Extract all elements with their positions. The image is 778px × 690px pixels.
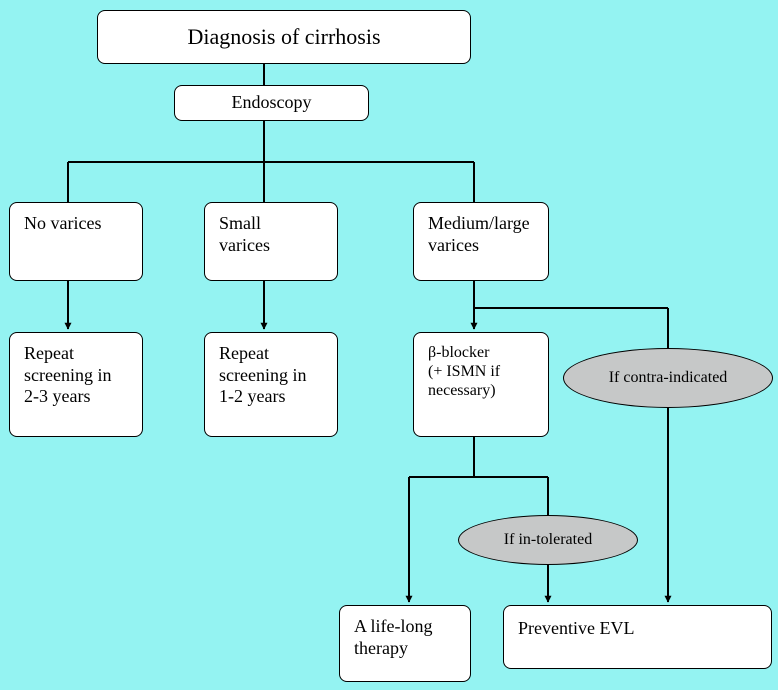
node-beta-blocker-label: β-blocker (+ ISMN if necessary) bbox=[428, 344, 501, 400]
condition-contra-indicated: If contra-indicated bbox=[563, 348, 773, 408]
node-life-long-therapy-label: A life-long therapy bbox=[354, 616, 433, 658]
node-life-long-therapy: A life-long therapy bbox=[339, 605, 471, 682]
node-preventive-evl: Preventive EVL bbox=[503, 605, 772, 669]
condition-contra-indicated-label: If contra-indicated bbox=[608, 369, 728, 386]
node-no-varices: No varices bbox=[9, 202, 143, 281]
node-repeat-screening-1-2: Repeat screening in 1-2 years bbox=[204, 332, 338, 437]
node-endoscopy: Endoscopy bbox=[174, 85, 369, 121]
node-medium-large-varices-label: Medium/large varices bbox=[428, 213, 530, 255]
node-repeat-screening-2-3: Repeat screening in 2-3 years bbox=[9, 332, 143, 437]
node-beta-blocker: β-blocker (+ ISMN if necessary) bbox=[413, 332, 549, 437]
node-small-varices: Small varices bbox=[204, 202, 338, 281]
condition-in-tolerated: If in-tolerated bbox=[458, 515, 638, 565]
node-diagnosis-label: Diagnosis of cirrhosis bbox=[187, 23, 381, 49]
node-repeat-screening-2-3-label: Repeat screening in 2-3 years bbox=[24, 343, 112, 407]
node-medium-large-varices: Medium/large varices bbox=[413, 202, 549, 281]
node-small-varices-label: Small varices bbox=[219, 213, 270, 255]
node-no-varices-label: No varices bbox=[24, 213, 102, 233]
node-preventive-evl-label: Preventive EVL bbox=[518, 618, 635, 638]
node-diagnosis: Diagnosis of cirrhosis bbox=[97, 10, 471, 64]
condition-in-tolerated-label: If in-tolerated bbox=[503, 531, 593, 548]
node-repeat-screening-1-2-label: Repeat screening in 1-2 years bbox=[219, 343, 307, 407]
node-endoscopy-label: Endoscopy bbox=[231, 92, 312, 113]
